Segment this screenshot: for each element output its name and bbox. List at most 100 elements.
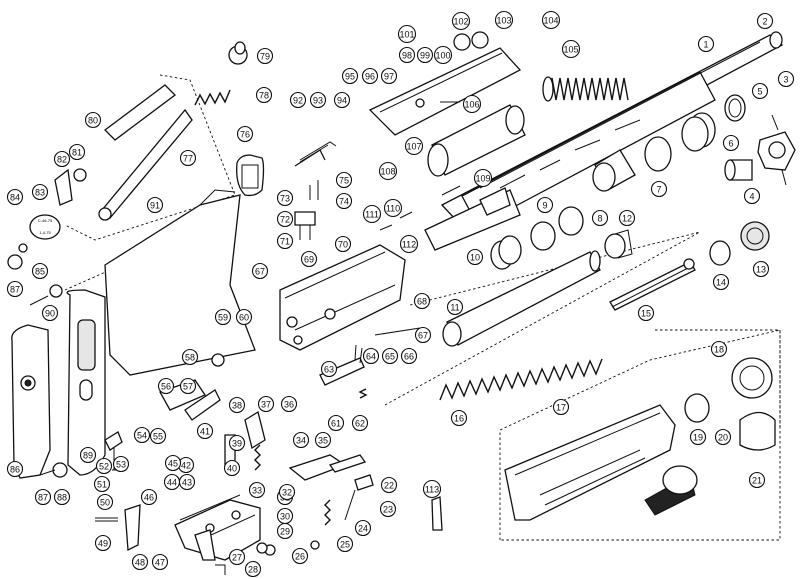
- callout-label: 74: [339, 197, 349, 207]
- callout-label: 112: [402, 240, 416, 250]
- callout-part-73: 73: [276, 189, 294, 207]
- receiver: [279, 244, 406, 351]
- callout-label: 87: [38, 493, 48, 503]
- callout-label: 4: [749, 192, 754, 202]
- callout-part-64: 64: [362, 347, 380, 365]
- callout-part-40: 40: [223, 459, 241, 477]
- callout-label: 58: [185, 353, 195, 363]
- action-bars: [609, 221, 770, 311]
- stock-plate-mark-top: C-46-75: [38, 218, 53, 223]
- callout-label: 14: [716, 278, 726, 288]
- callout-label: 63: [324, 365, 334, 375]
- callout-label: 107: [406, 142, 421, 152]
- callout-label: 27: [232, 553, 242, 563]
- callout-part-26: 26: [291, 547, 309, 565]
- callout-part-39: 39: [228, 434, 246, 452]
- callout-part-77: 77: [179, 149, 197, 167]
- callout-label: 24: [358, 524, 368, 534]
- callout-label: 1: [703, 40, 708, 50]
- callout-label: 92: [293, 96, 303, 106]
- callout-label: 57: [183, 382, 193, 392]
- callout-label: 78: [259, 91, 269, 101]
- callout-label: 89: [83, 451, 93, 461]
- callout-part-63: 63: [320, 360, 338, 378]
- callout-label: 13: [756, 265, 766, 275]
- callout-part-74: 74: [335, 192, 353, 210]
- callout-part-54: 54: [133, 426, 151, 444]
- callout-label: 95: [345, 72, 355, 82]
- callout-part-101: 101: [397, 24, 417, 44]
- callout-part-67: 67: [414, 326, 432, 344]
- callout-part-104: 104: [541, 10, 561, 30]
- stock-plate-mark-bottom: 1-4-75: [39, 230, 51, 235]
- callout-part-14: 14: [712, 273, 730, 291]
- callout-part-88: 88: [53, 488, 71, 506]
- callout-label: 79: [260, 52, 270, 62]
- callout-part-82: 82: [53, 150, 71, 168]
- callout-label: 41: [200, 427, 210, 437]
- callout-part-50: 50: [96, 493, 114, 511]
- callout-label: 55: [153, 432, 163, 442]
- callout-part-66: 66: [400, 347, 418, 365]
- callout-part-25: 25: [336, 535, 354, 553]
- callout-label: 42: [181, 461, 191, 471]
- callout-label: 88: [57, 493, 67, 503]
- callout-label: 111: [365, 210, 379, 220]
- callout-part-13: 13: [752, 260, 770, 278]
- callout-label: 56: [161, 382, 171, 392]
- callout-part-90: 90: [41, 304, 59, 322]
- callout-part-3: 3: [777, 70, 795, 88]
- callout-label: 5: [757, 87, 762, 97]
- callout-label: 25: [340, 540, 350, 550]
- callout-label: 83: [35, 188, 45, 198]
- callout-label: 82: [57, 155, 67, 165]
- callout-part-4: 4: [743, 187, 761, 205]
- callout-label: 60: [239, 313, 249, 323]
- stock-bolt: C-46-75 1-4-75: [7, 168, 87, 270]
- callout-label: 11: [450, 303, 459, 313]
- callout-label: 7: [656, 185, 661, 195]
- callout-part-58: 58: [181, 348, 199, 366]
- callout-label: 106: [464, 100, 479, 110]
- callout-part-89: 89: [79, 446, 97, 464]
- callout-label: 40: [227, 464, 237, 474]
- callout-label: 34: [296, 436, 306, 446]
- callout-part-106: 106: [462, 94, 482, 114]
- callout-part-59: 59: [214, 308, 232, 326]
- butt-plate: [11, 284, 106, 479]
- receiver-small-parts: [294, 141, 337, 240]
- callout-label: 51: [97, 480, 107, 490]
- callout-part-28: 28: [244, 560, 262, 578]
- callout-part-19: 19: [689, 428, 707, 446]
- trigger-springs-pins: [95, 410, 374, 575]
- callout-label: 16: [454, 414, 464, 424]
- callout-part-52: 52: [95, 457, 113, 475]
- callout-label: 75: [339, 176, 349, 186]
- callout-label: 67: [418, 331, 428, 341]
- callout-part-81: 81: [68, 143, 86, 161]
- callout-part-43: 43: [178, 473, 196, 491]
- callout-label: 59: [218, 313, 228, 323]
- callout-label: 90: [45, 309, 55, 319]
- callout-label: 18: [714, 345, 724, 355]
- callout-part-10: 10: [466, 248, 484, 266]
- callout-part-108: 108: [378, 161, 398, 181]
- callout-label: 28: [248, 565, 258, 575]
- callout-label: 32: [282, 488, 292, 498]
- callout-label: 8: [597, 214, 602, 224]
- callout-label: 26: [295, 552, 305, 562]
- callout-part-62: 62: [351, 414, 369, 432]
- callout-part-91: 91: [146, 196, 164, 214]
- callout-part-95: 95: [341, 67, 359, 85]
- callout-label: 10: [470, 253, 480, 263]
- magazine-tube: [442, 250, 601, 347]
- callout-part-57: 57: [179, 377, 197, 395]
- callout-part-34: 34: [292, 431, 310, 449]
- callout-label: 72: [280, 215, 290, 225]
- callout-part-75: 75: [335, 171, 353, 189]
- callout-label: 86: [10, 465, 20, 475]
- callout-label: 61: [331, 419, 341, 429]
- callout-label: 17: [556, 403, 566, 413]
- callout-label: 65: [385, 352, 395, 362]
- callout-label: 15: [641, 309, 651, 319]
